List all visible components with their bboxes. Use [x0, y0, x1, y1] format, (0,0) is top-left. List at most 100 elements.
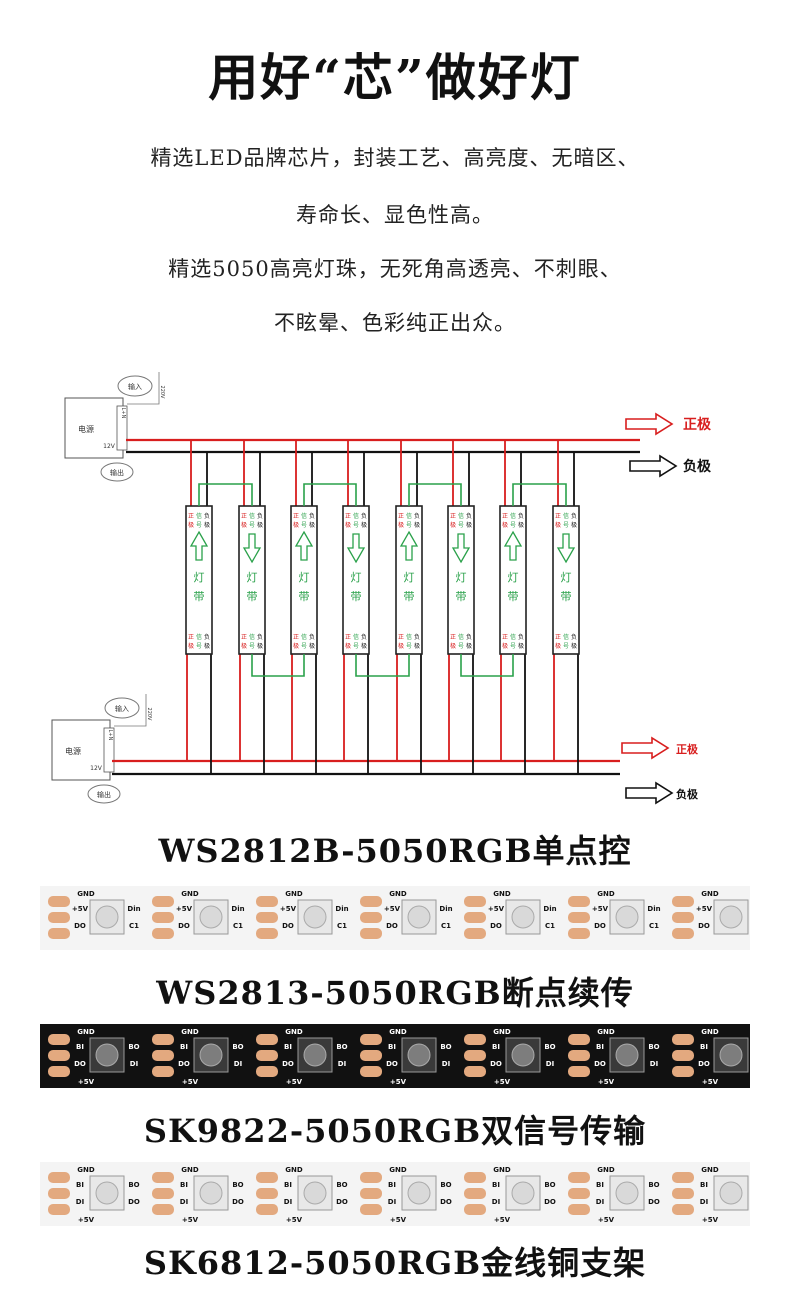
pin-label: 正 [398, 634, 404, 641]
psu-dc-label: 12V [103, 443, 116, 450]
copper-pad [464, 928, 486, 939]
copper-pad [152, 1050, 174, 1061]
copper-pad [48, 1050, 70, 1061]
pad-label: GND [389, 1028, 407, 1036]
pin-label: 正 [345, 513, 351, 520]
pin-label: 信 [301, 633, 307, 641]
output-label: 输出 [110, 468, 124, 477]
pad-label: GND [285, 890, 303, 898]
input-label: 输入 [115, 704, 129, 713]
arrow-label: 正极 [676, 742, 699, 756]
strip-segment: 正信负极号极正信负极号极灯带 [499, 440, 527, 774]
copper-pad [464, 1188, 486, 1199]
pin-label: 正 [502, 634, 508, 641]
pad-label: GND [285, 1028, 303, 1036]
pin-label: 极 [414, 642, 420, 650]
pad-label: BI [492, 1043, 500, 1051]
copper-pad [568, 1066, 590, 1077]
pad-label: BI [700, 1043, 708, 1051]
pad-label: DO [128, 1198, 140, 1206]
input-wire [127, 372, 160, 405]
pad-label: BO [336, 1043, 347, 1051]
strip-text: 灯 [247, 571, 258, 584]
pad-label: DO [698, 922, 710, 930]
copper-pad [568, 1188, 590, 1199]
arrow-label: 正极 [683, 416, 712, 433]
copper-pad [360, 896, 382, 907]
led-lens [303, 905, 327, 929]
pin-label: 正 [188, 513, 194, 520]
pad-label: BI [180, 1181, 188, 1189]
pad-label: GND [389, 1166, 407, 1174]
copper-pad [152, 1188, 174, 1199]
pad-label: BO [232, 1181, 243, 1189]
pin-label: 负 [204, 633, 210, 641]
pin-label: 极 [555, 642, 561, 650]
pad-label: DI [546, 1060, 554, 1068]
pin-label: 负 [414, 512, 420, 520]
pad-label: +5V [286, 1216, 303, 1224]
pin-label: 信 [249, 512, 255, 520]
pin-label: 信 [510, 512, 516, 520]
copper-pad [48, 1204, 70, 1215]
pin-label: 极 [293, 521, 299, 529]
description-line-1: 精选LED品牌芯片，封装工艺、高亮度、无暗区、 [150, 146, 640, 170]
pad-label: DI [180, 1198, 188, 1206]
pin-label: 号 [196, 522, 202, 529]
pin-label: 极 [450, 521, 456, 529]
pad-label: +5V [598, 1216, 615, 1224]
pin-label: 负 [257, 512, 263, 520]
pad-label: GND [493, 1166, 511, 1174]
pad-label: DO [490, 922, 502, 930]
pad-label: DO [282, 1060, 294, 1068]
pad-label: GND [597, 890, 615, 898]
pin-label: 负 [518, 512, 524, 520]
pad-label: DO [544, 1198, 556, 1206]
pad-label: DO [232, 1198, 244, 1206]
strip-segment: 正信负极号极正信负极号极灯带 [395, 440, 423, 774]
pad-label: +5V [494, 1216, 511, 1224]
pin-label: 极 [257, 642, 263, 650]
copper-pad [568, 1034, 590, 1045]
output-label: 输出 [97, 790, 111, 799]
pad-label: DO [74, 922, 86, 930]
pin-label: 负 [518, 633, 524, 641]
pad-label: DO [698, 1060, 710, 1068]
pad-label: GND [77, 890, 95, 898]
copper-pad [48, 928, 70, 939]
signal-jumper [303, 483, 357, 506]
copper-pad [672, 896, 694, 907]
strip-text: 灯 [404, 571, 415, 584]
copper-pad [360, 1172, 382, 1183]
pad-label: C1 [233, 922, 243, 930]
pin-label: 负 [571, 512, 577, 520]
arrow-label: 负极 [676, 787, 699, 801]
pin-label: 负 [309, 633, 315, 641]
strip-text: 带 [299, 590, 310, 603]
direction-arrow [399, 530, 419, 561]
pin-label: 极 [414, 521, 420, 529]
pad-label: BI [388, 1181, 396, 1189]
pad-label: GND [285, 1166, 303, 1174]
led-lens [199, 905, 223, 929]
copper-pad [464, 912, 486, 923]
copper-pad [152, 1172, 174, 1183]
pin-label: 极 [241, 521, 247, 529]
pad-label: DI [388, 1198, 396, 1206]
direction-arrow [294, 530, 314, 561]
direction-arrow [556, 533, 576, 564]
pin-label: 极 [518, 642, 524, 650]
pin-label: 极 [466, 521, 472, 529]
strip-text: 灯 [299, 571, 310, 584]
pin-label: 号 [301, 643, 307, 650]
pad-label: DO [178, 922, 190, 930]
pad-label: DO [386, 1060, 398, 1068]
pad-label: +5V [598, 1078, 615, 1086]
signal-jumper [198, 483, 253, 506]
pin-label: 号 [458, 522, 464, 529]
pin-label: 极 [571, 521, 577, 529]
copper-pad [360, 928, 382, 939]
strip-title-2: WS2813-5050RGB断点续传 [156, 974, 634, 1012]
strip-text: 灯 [508, 571, 519, 584]
